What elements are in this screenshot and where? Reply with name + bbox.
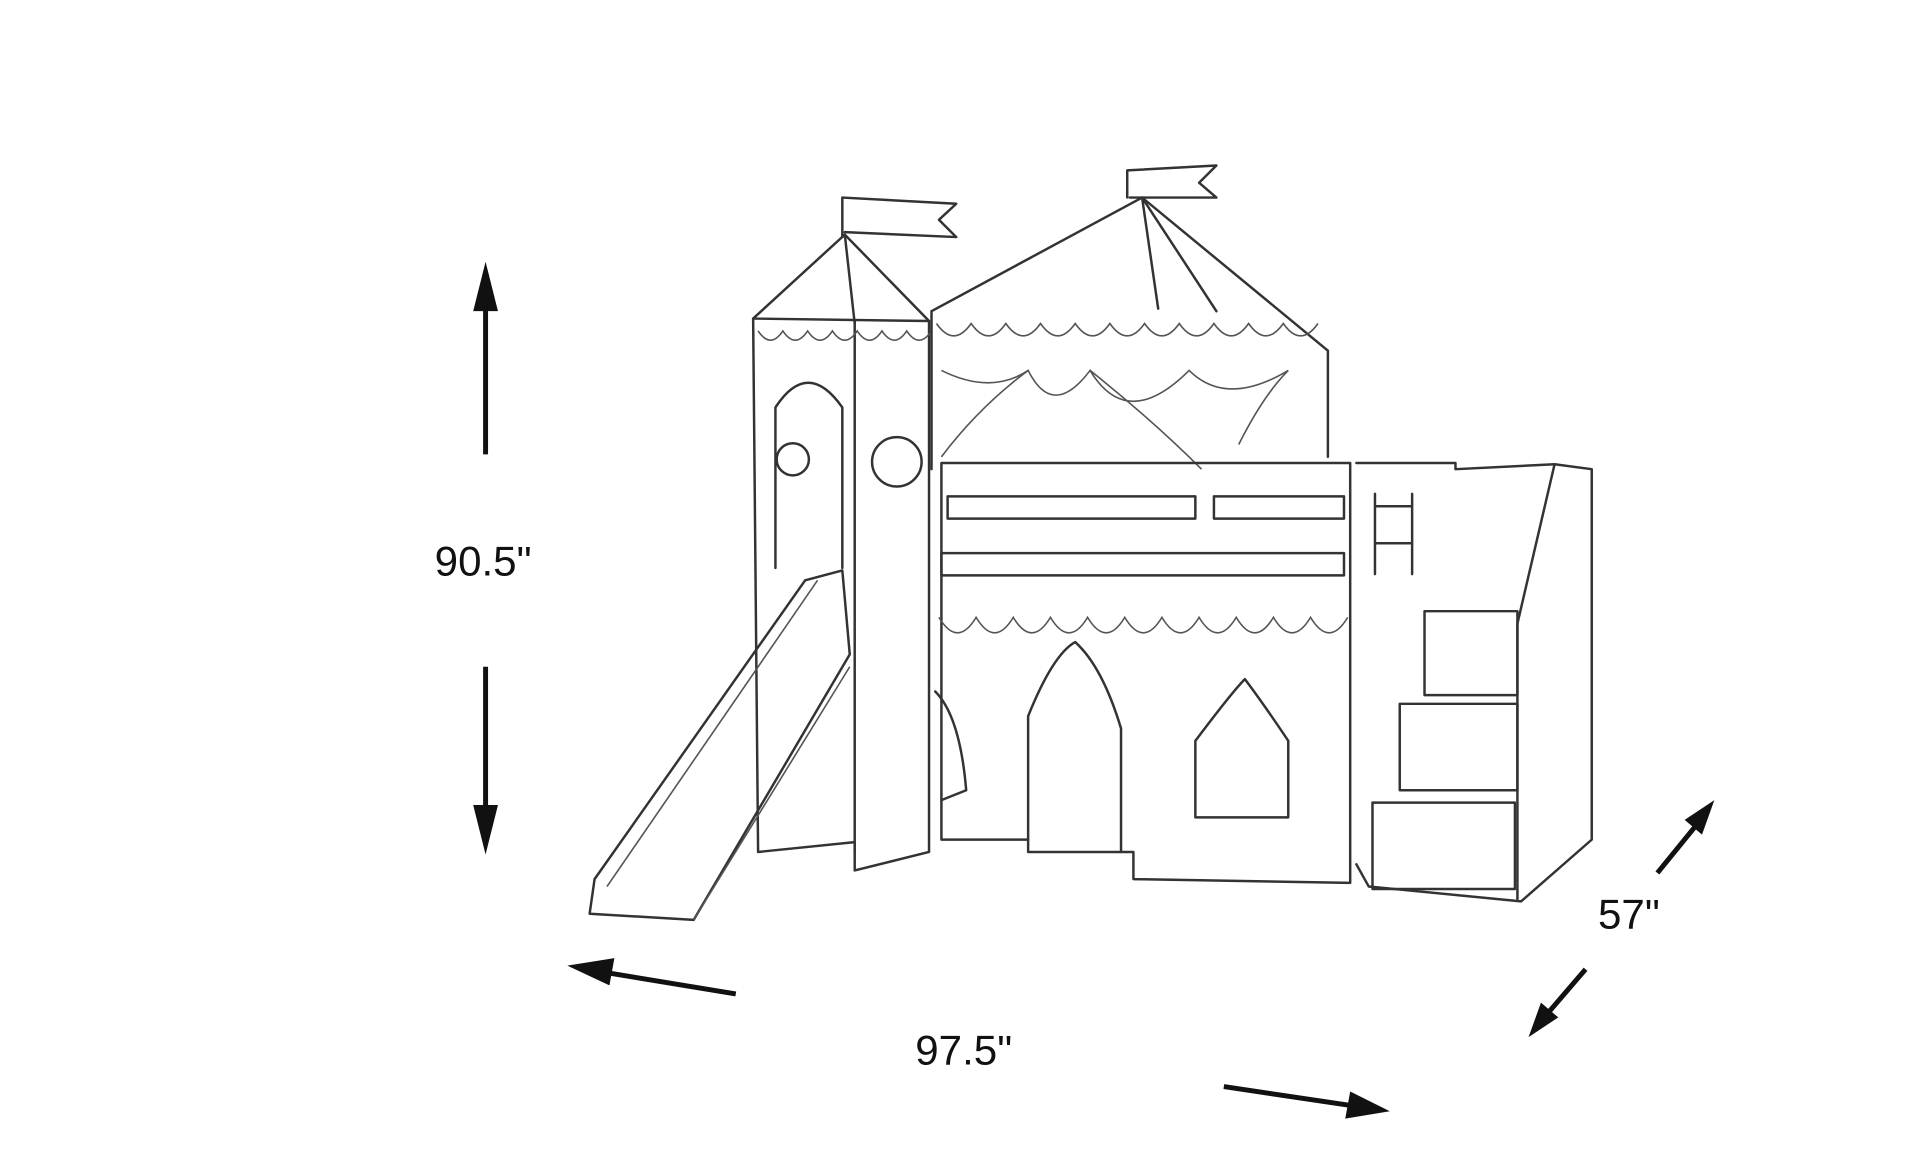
arrow-down-left-icon [1528, 1002, 1559, 1038]
loft-frame [940, 461, 1352, 885]
left-flag [841, 196, 958, 239]
depth-arrow-down [1546, 967, 1588, 1015]
guard-rail [946, 495, 1197, 520]
clock-icon [870, 435, 923, 488]
bed-illustration [588, 164, 1593, 922]
tower-roof [751, 233, 931, 323]
tower-window [774, 381, 844, 570]
stair-unit [1355, 461, 1593, 903]
stair-step [1423, 609, 1519, 697]
arrow-up-icon [473, 261, 498, 312]
arrow-right-icon [1345, 1091, 1390, 1119]
stair-drawer [1371, 801, 1517, 891]
guard-rail [940, 551, 1346, 577]
width-arrow-left [600, 969, 737, 997]
arrow-left-icon [567, 958, 615, 986]
canopy [930, 196, 1330, 471]
castle-window [1194, 677, 1290, 819]
slide [588, 569, 851, 922]
depth-arrow-up [1655, 825, 1697, 875]
depth-label: 57" [1598, 891, 1660, 938]
arrow-up-right-icon [1684, 800, 1715, 835]
clock-icon [775, 442, 811, 477]
arrow-down-icon [473, 805, 498, 855]
castle-door [1026, 640, 1123, 854]
width-label: 97.5" [915, 1026, 1012, 1073]
width-arrow-right [1223, 1084, 1357, 1109]
height-label: 90.5" [435, 537, 532, 584]
curtains [941, 368, 1289, 403]
canopy-flag [1125, 164, 1218, 199]
left-tower [751, 317, 931, 872]
stair-drawer [1398, 702, 1519, 792]
height-dimension: 90.5" [435, 261, 532, 855]
width-dimension: 97.5" [567, 958, 1390, 1119]
depth-dimension: 57" [1528, 800, 1715, 1038]
ladder [1373, 492, 1414, 576]
